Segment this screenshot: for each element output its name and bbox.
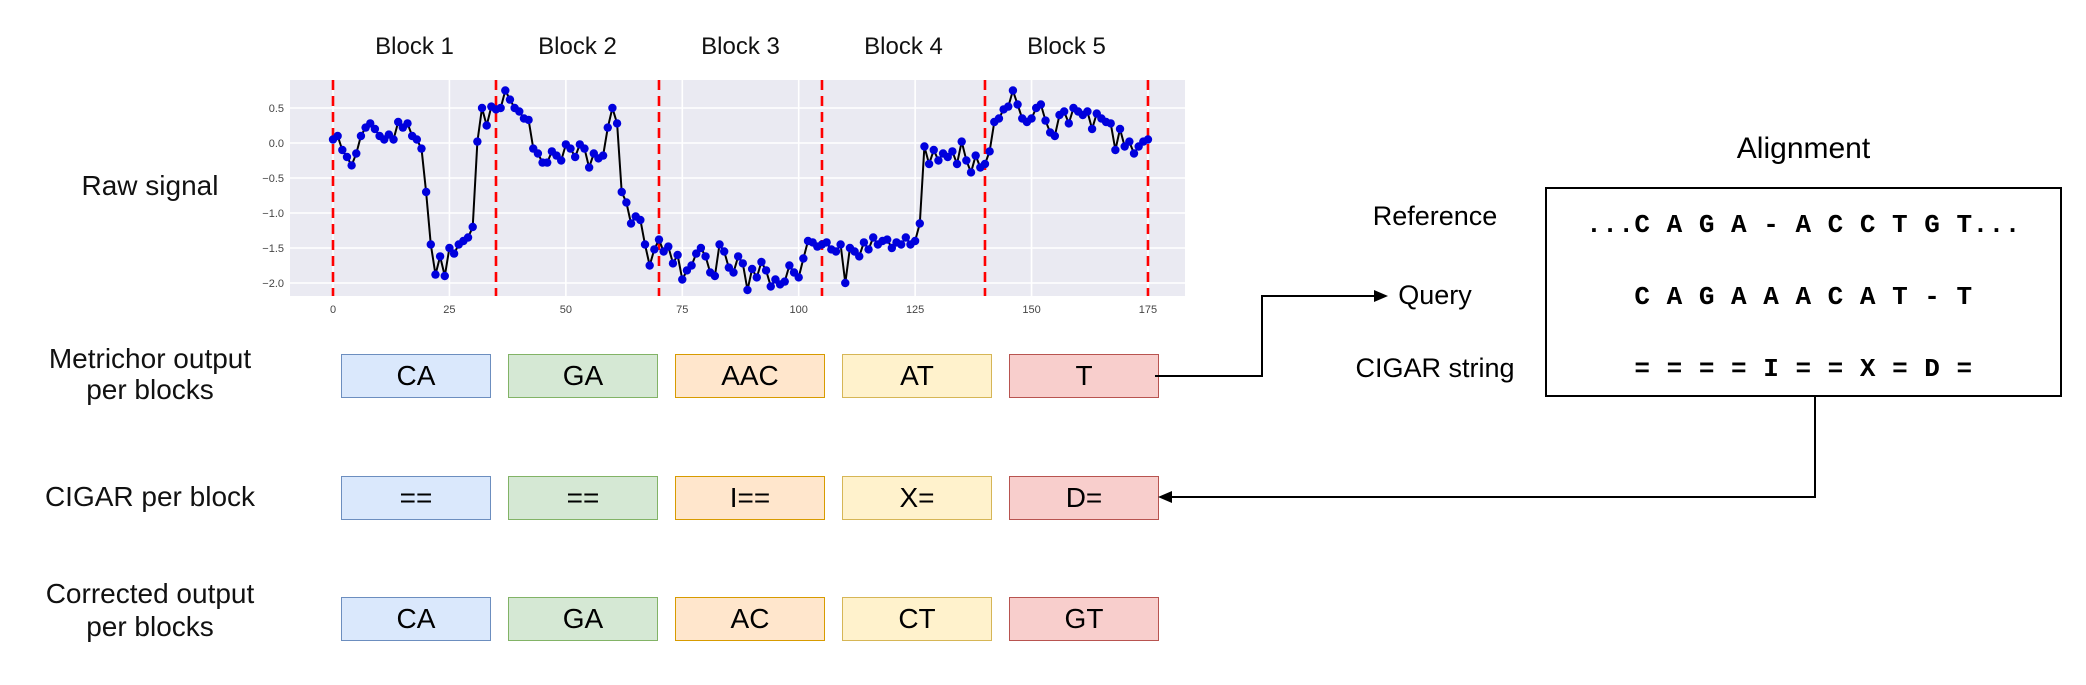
svg-text:0: 0: [330, 304, 336, 316]
block-box-cigar-1: ==: [341, 476, 491, 520]
block-box-corrected-3: AC: [675, 597, 825, 641]
block-box-metrichor-1: CA: [341, 354, 491, 398]
block-box-cigar-3: I==: [675, 476, 825, 520]
metrichor-output-label: Metrichor output per blocks: [0, 343, 300, 405]
metrichor-output-label-line1: Metrichor output: [48, 343, 252, 374]
corrected-output-label-line2: per blocks: [86, 611, 214, 642]
corrected-output-row: CA GA AC CT GT: [341, 597, 1159, 641]
alignment-reference-sequence: ...C A G A - A C C T G T...: [1586, 210, 2021, 240]
alignment-to-cigar-arrow: [1172, 397, 1816, 498]
block-box-cigar-4: X=: [842, 476, 992, 520]
svg-text:100: 100: [790, 304, 808, 316]
block-box-cigar-5: D=: [1009, 476, 1159, 520]
query-label: Query: [1398, 280, 1472, 310]
metrichor-output-row: CA GA AAC AT T: [341, 354, 1159, 398]
svg-text:−1.5: −1.5: [262, 243, 284, 255]
alignment-box: ...C A G A - A C C T G T... C A G A A A …: [1545, 187, 2062, 397]
svg-text:150: 150: [1022, 304, 1040, 316]
svg-text:−2.0: −2.0: [262, 278, 284, 290]
raw-signal-plot: Block 1 Block 2 Block 3 Block 4 Block 5 0.5 0.…: [262, 33, 1185, 316]
svg-text:175: 175: [1139, 304, 1157, 316]
block-box-metrichor-4: AT: [842, 354, 992, 398]
svg-text:0.0: 0.0: [269, 138, 284, 150]
svg-text:−0.5: −0.5: [262, 173, 284, 185]
cigar-per-block-label: CIGAR per block: [44, 481, 256, 512]
block-box-metrichor-3: AAC: [675, 354, 825, 398]
cigar-string-label: CIGAR string: [1355, 353, 1515, 383]
svg-text:Block 5: Block 5: [1027, 33, 1106, 60]
svg-text:Block 3: Block 3: [701, 33, 780, 60]
svg-text:75: 75: [676, 304, 688, 316]
block-box-corrected-5: GT: [1009, 597, 1159, 641]
metrichor-output-label-line2: per blocks: [86, 374, 214, 405]
svg-text:25: 25: [443, 304, 455, 316]
block-box-metrichor-2: GA: [508, 354, 658, 398]
svg-text:Block 2: Block 2: [538, 33, 617, 60]
svg-text:Block 4: Block 4: [864, 33, 943, 60]
raw-signal-chart: Block 1 Block 2 Block 3 Block 4 Block 5 0.5 0.…: [230, 20, 1200, 320]
block-box-corrected-2: GA: [508, 597, 658, 641]
cigar-per-block-row: == == I== X= D=: [341, 476, 1159, 520]
reference-label: Reference: [1372, 201, 1498, 231]
svg-text:−1.0: −1.0: [262, 208, 284, 220]
alignment-title: Alignment: [1736, 132, 1871, 165]
corrected-output-label-line1: Corrected output: [45, 578, 255, 609]
block-box-cigar-2: ==: [508, 476, 658, 520]
svg-text:50: 50: [560, 304, 572, 316]
alignment-query-sequence: C A G A A A C A T - T: [1634, 282, 1973, 312]
block-box-metrichor-5: T: [1009, 354, 1159, 398]
corrected-output-label: Corrected output per blocks: [0, 577, 300, 643]
raw-signal-label: Raw signal: [81, 170, 219, 201]
svg-text:125: 125: [906, 304, 924, 316]
svg-text:0.5: 0.5: [269, 103, 284, 115]
alignment-to-cigar-arrowhead: [1158, 491, 1172, 503]
block-box-corrected-4: CT: [842, 597, 992, 641]
alignment-cigar-sequence: = = = = I = = X = D =: [1634, 354, 1973, 384]
svg-text:Block 1: Block 1: [375, 33, 454, 60]
block-box-corrected-1: CA: [341, 597, 491, 641]
